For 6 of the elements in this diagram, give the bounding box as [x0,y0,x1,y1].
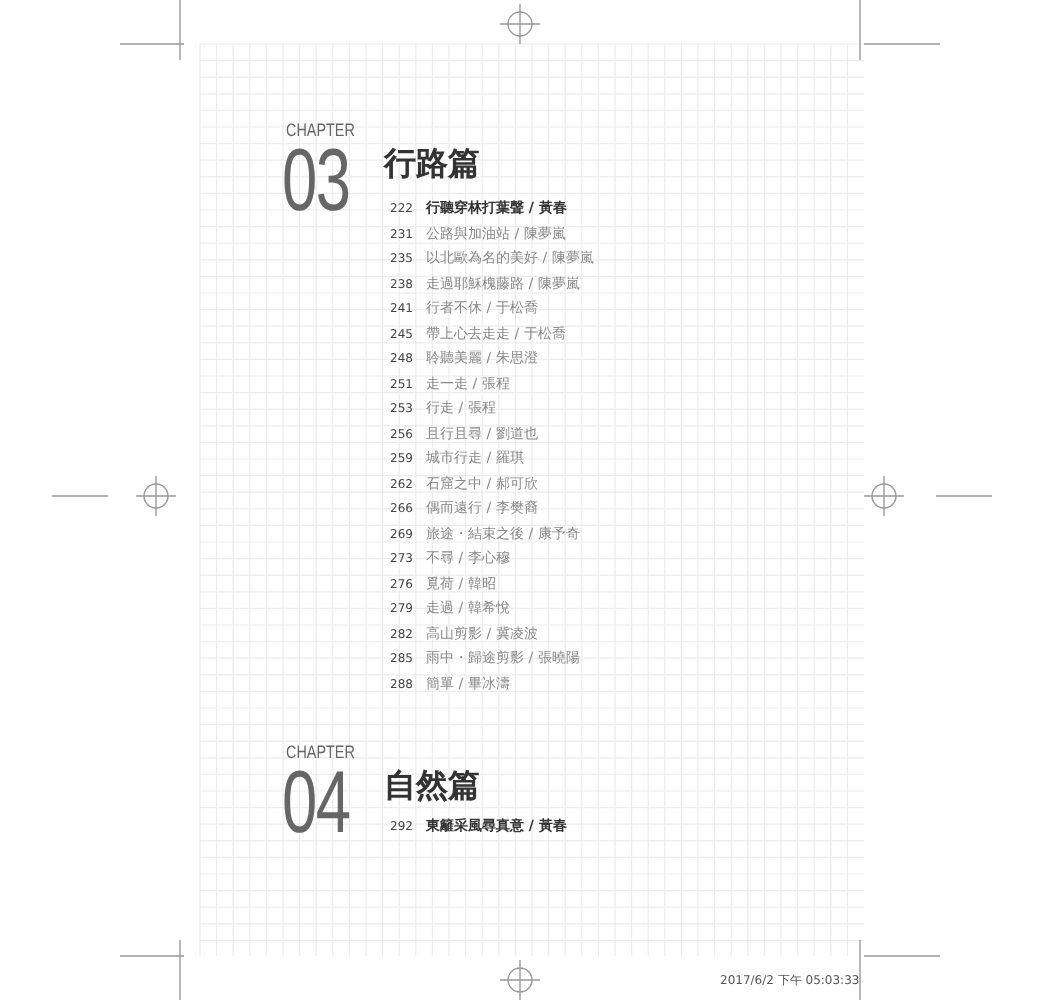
chapter-label: CHAPTER [286,122,355,140]
chapter-number: 03 [282,138,350,226]
section-title: 行路篇 [384,148,480,180]
section-title: 自然篇 [384,770,480,802]
chapter-number: 04 [282,760,350,848]
chapter-label: CHAPTER [286,744,355,762]
